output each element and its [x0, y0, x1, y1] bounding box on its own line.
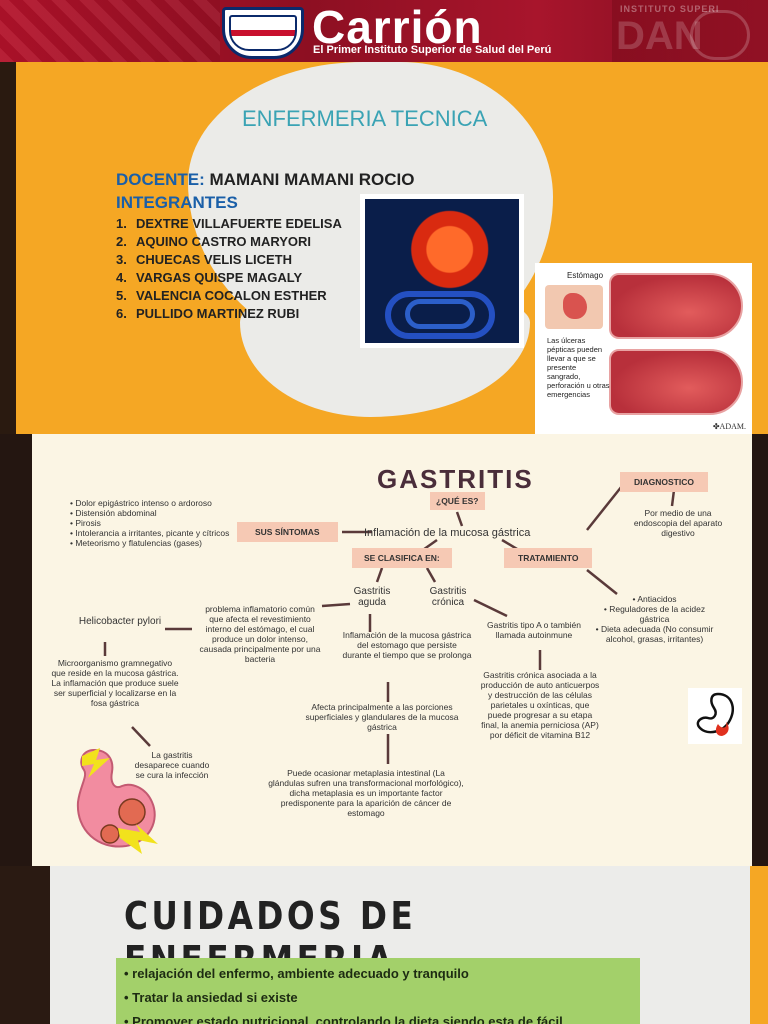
docente-name: MAMANI MAMANI ROCIO [204, 170, 415, 189]
docente-label: DOCENTE: [116, 170, 205, 189]
left-bar [0, 62, 16, 434]
helicobacter-heading: Helicobacter pylori [78, 616, 162, 627]
ulcer-illustration: Estómago Las úlceras pépticas pueden lle… [535, 263, 752, 434]
ulcer-drawing-top [609, 273, 743, 339]
helicobacter-description: Microorganismo gramnegativo que reside e… [51, 658, 179, 708]
list-item: Antiacidos [592, 594, 717, 604]
que-es-tag: ¿QUÉ ES? [430, 492, 485, 510]
list-item: 1.DEXTRE VILLAFUERTE EDELISA [116, 216, 342, 231]
list-item: Dieta adecuada (No consumir alcohol, gra… [592, 624, 717, 644]
list-item: 2.AQUINO CASTRO MARYORI [116, 234, 312, 249]
docente-line: DOCENTE: MAMANI MAMANI ROCIO [116, 170, 414, 190]
ulcer-drawing-bottom [609, 349, 743, 415]
sintomas-tag: SUS SÍNTOMAS [237, 522, 338, 542]
diagnostico-tag: DIAGNOSTICO [620, 472, 708, 492]
header-banner: Carrión El Primer Instituto Superior de … [0, 0, 768, 62]
small-stomach-icon [545, 285, 603, 329]
brand-tagline: El Primer Instituto Superior de Salud de… [313, 44, 552, 56]
connector-lines [103, 485, 676, 764]
ulcer-note: Las úlceras pépticas pueden llevar a que… [547, 336, 610, 399]
tipo-a-heading: Gastritis tipo A o también llamada autoi… [486, 620, 582, 640]
integrantes-label: INTEGRANTES [116, 193, 238, 212]
diagnostico-text: Por medio de una endoscopia del aparato … [633, 508, 723, 538]
list-item: Tratar la ansiedad si existe [124, 986, 632, 1010]
cronica-heading: Gastritis crónica [429, 586, 467, 608]
cronica-description: Inflamación de la mucosa gástrica del es… [342, 630, 472, 660]
tratamiento-tag: TRATAMIENTO [504, 548, 593, 568]
aguda-description: problema inflamatorio común que afecta e… [199, 604, 321, 664]
mindmap-paper: GASTRITIS ¿QUÉ ES? Inflamación de la muc… [32, 434, 752, 866]
banner-right-decoration: INSTITUTO SUPERI DAN [612, 0, 768, 62]
list-item: 3.CHUECAS VELIS LICETH [116, 252, 293, 267]
list-item: Promover estado nutricional, controlando… [124, 1010, 632, 1024]
stomach-photo [360, 194, 524, 348]
list-item: Intolerancia a irritantes, picante y cít… [70, 528, 245, 538]
adam-logo: ✤ADAM. [712, 422, 746, 431]
helicobacter-cure: La gastritis desaparece cuando se cura l… [134, 750, 210, 780]
brand-name: Carrión [312, 1, 483, 53]
stomach-label: Estómago [567, 271, 604, 280]
right-bar [750, 866, 768, 1024]
lightning-bolt-icon [118, 824, 158, 854]
care-slide: CUIDADOS DE ENFERMERIA relajación del en… [0, 866, 768, 1024]
list-item: 5.VALENCIA COCALON ESTHER [116, 288, 327, 303]
clasifica-tag: SE CLASIFICA EN: [352, 548, 452, 568]
tipo-a-description: Gastritis crónica asociada a la producci… [480, 670, 600, 740]
list-item: Reguladores de la acidez gástrica [592, 604, 717, 624]
list-item: Pirosis [70, 518, 245, 528]
cronica-afecta: Afecta principalmente a las porciones su… [305, 702, 459, 732]
list-item: Dolor epigástrico intenso o ardoroso [70, 498, 245, 508]
definition-text: Inflamación de la mucosa gástrica [364, 527, 531, 539]
ghost-text: INSTITUTO SUPERI [620, 4, 720, 14]
list-item: 4.VARGAS QUISPE MAGALY [116, 270, 303, 285]
lightning-bolt-icon [82, 748, 110, 778]
ghost-big-text: DAN [616, 14, 703, 58]
members-list: 1.DEXTRE VILLAFUERTE EDELISA 2.AQUINO CA… [116, 215, 342, 323]
mindmap-slide: GASTRITIS ¿QUÉ ES? Inflamación de la muc… [0, 434, 768, 866]
list-item: Meteorismo y flatulencias (gases) [70, 538, 245, 548]
cronica-metaplasia: Puede ocasionar metaplasia intestinal (L… [268, 768, 464, 818]
list-item: Distensión abdominal [70, 508, 245, 518]
aguda-heading: Gastritis aguda [353, 586, 391, 608]
sintomas-list: Dolor epigástrico intenso o ardoroso Dis… [70, 498, 245, 548]
cover-slide: ENFERMERIA TECNICA DOCENTE: MAMANI MAMAN… [0, 62, 768, 434]
institute-seal-icon [222, 7, 304, 59]
list-item: relajación del enfermo, ambiente adecuad… [124, 962, 632, 986]
banner-pattern [0, 0, 220, 62]
burning-stomach-icon [688, 688, 742, 744]
tratamiento-list: Antiacidos Reguladores de la acidez gást… [592, 594, 717, 644]
slide-title: ENFERMERIA TECNICA [242, 106, 488, 131]
mindmap-title: GASTRITIS [377, 464, 534, 494]
ghost-emblem-icon [690, 10, 750, 60]
list-item: 6.PULLIDO MARTINEZ RUBI [116, 306, 300, 321]
care-list: relajación del enfermo, ambiente adecuad… [116, 958, 640, 1024]
